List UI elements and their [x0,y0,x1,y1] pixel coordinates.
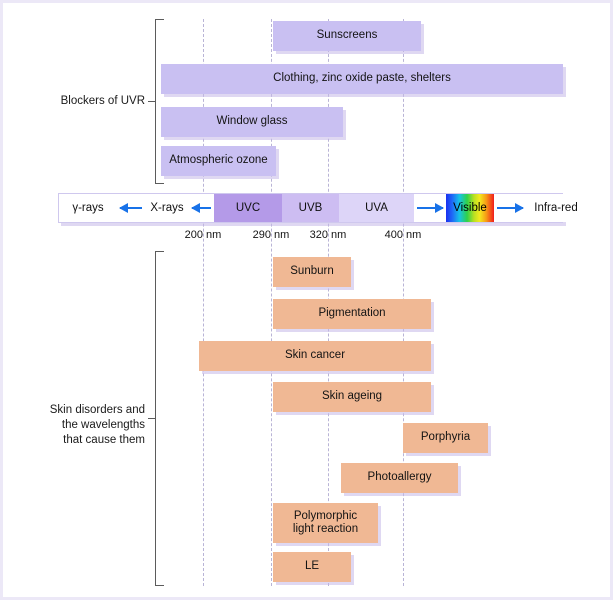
spectrum-segment-uva: UVA [339,194,414,222]
tick-label-400nm: 400 nm [384,229,422,241]
spectrum-segment-arrow-to-visible [414,194,446,222]
disorders-bracket-tick [148,418,155,419]
spectrum-label-uva: UVA [365,202,388,214]
blocker-bar-window-glass: Window glass [161,107,343,137]
disorder-bar-photoallergy: Photoallergy [341,463,458,493]
arrow-left-icon [119,203,142,213]
gridline-290nm [271,19,272,586]
gridline-200nm [203,19,204,586]
spectrum-segment-uvc: UVC [214,194,282,222]
spectrum-segment-gamma-rays: γ-rays [59,194,117,222]
disorder-bar-porphyria: Porphyria [403,423,488,453]
spectrum-label-visible: Visible [453,202,487,214]
spectrum-segment-visible: Visible [446,194,494,222]
disorder-bar-skin-ageing: Skin ageing [273,382,431,412]
spectrum-label-uvc: UVC [235,202,261,214]
spectrum-segment-arrow-to-infrared [494,194,526,222]
blocker-bar-clothing-zinc-oxide-paste-shelters: Clothing, zinc oxide paste, shelters [161,64,563,94]
spectrum-segment-uvb: UVB [282,194,339,222]
disorders-bracket [155,251,164,586]
tick-label-320nm: 320 nm [309,229,347,241]
spectrum-label-gamma-rays: γ-rays [72,202,104,214]
blockers-bracket [155,19,164,184]
disorder-bar-le: LE [273,552,351,582]
blocker-bar-sunscreens: Sunscreens [273,21,421,51]
spectrum-segment-x-rays: X-rays [145,194,189,222]
spectrum-label-infra-red: Infra-red [534,202,578,214]
blockers-section-label: Blockers of UVR [60,95,145,107]
blocker-bar-atmospheric-ozone: Atmospheric ozone [161,146,276,176]
tick-label-290nm: 290 nm [252,229,290,241]
spectrum-label-x-rays: X-rays [150,202,184,214]
disorders-section-label: Skin disorders and the wavelengths that … [49,404,145,446]
tick-label-200nm: 200 nm [184,229,222,241]
disorder-bar-polymorphic-light-reaction: Polymorphic light reaction [273,503,378,543]
spectrum-label-uvb: UVB [298,202,323,214]
spectrum-segment-infra-red: Infra-red [526,194,586,222]
arrow-left-icon [191,203,211,213]
arrow-right-icon [417,203,444,213]
spectrum-segment-arrow-to-xrays [189,194,214,222]
disorder-bar-sunburn: Sunburn [273,257,351,287]
disorder-bar-skin-cancer: Skin cancer [199,341,431,371]
spectrum-segment-arrow-to-gamma [117,194,145,222]
disorder-bar-pigmentation: Pigmentation [273,299,431,329]
spectrum-bar: γ-rays X-rays UVC UVB UVA Visible Infra-red [58,193,586,223]
blockers-bracket-tick [148,101,155,102]
arrow-right-icon [497,203,524,213]
